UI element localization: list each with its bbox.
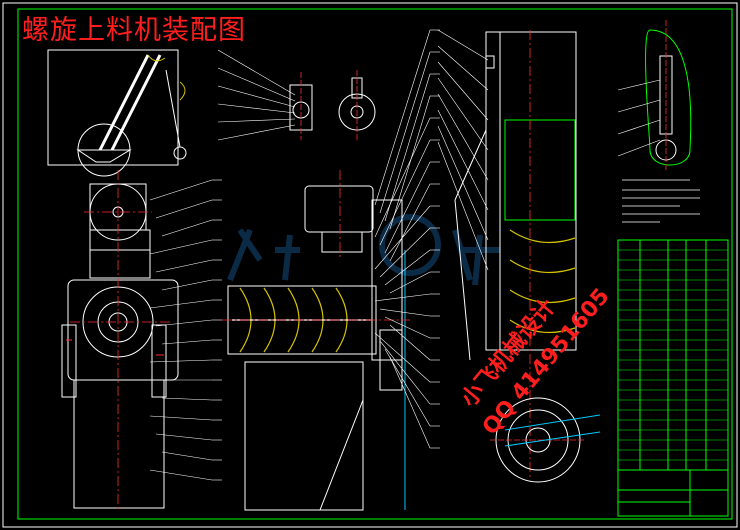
leader-line [617, 119, 661, 135]
leader-line [379, 51, 431, 214]
leader-line [389, 95, 431, 230]
parts-table [617, 239, 729, 517]
leader-line [617, 139, 661, 157]
leader-line [379, 308, 431, 317]
leader-line [374, 332, 431, 383]
leader-line [437, 141, 489, 271]
leader-line [155, 433, 213, 441]
leader-line [389, 324, 431, 361]
leader-line [384, 73, 431, 222]
leader-line [379, 340, 431, 405]
leader-line [379, 139, 431, 246]
leader-line [217, 85, 296, 108]
leader-line [217, 103, 296, 114]
watermark-logo [227, 214, 500, 286]
leader-line [437, 93, 489, 181]
leader-line [217, 118, 296, 123]
detail-views [289, 77, 376, 131]
leader-line [437, 125, 489, 241]
front-view [47, 49, 187, 509]
leader-line [217, 67, 296, 102]
leader-line [161, 397, 213, 401]
leader-line [389, 183, 431, 262]
leader-line [149, 299, 213, 309]
leader-line [161, 279, 213, 291]
front-centerlines [70, 170, 170, 510]
leader-line [617, 79, 661, 91]
leader-line [149, 359, 213, 363]
side-view [227, 185, 406, 511]
leader-line [389, 356, 431, 449]
leader-line [217, 49, 296, 96]
part-sketch [645, 29, 692, 166]
inset-frame [47, 49, 179, 166]
leader-line [155, 319, 213, 327]
leader-line [437, 45, 489, 91]
leader-line [155, 199, 213, 219]
notes-block [622, 179, 700, 223]
leader-line [217, 124, 296, 141]
drawing-title: 螺旋上料机装配图 [22, 15, 246, 46]
leader-line [161, 339, 213, 345]
leader-line [149, 239, 213, 255]
leader-line [384, 161, 431, 254]
leaders-left [149, 179, 222, 481]
leaders-center [217, 29, 440, 449]
inclined-view [454, 31, 577, 361]
leader-line [617, 99, 661, 113]
leader-line [374, 29, 431, 206]
leader-line [389, 271, 431, 294]
leader-line [374, 293, 431, 302]
leader-line [149, 415, 213, 421]
inner-border [17, 8, 733, 520]
leader-line [161, 451, 213, 461]
leader-line [437, 109, 489, 211]
inclined-flight [509, 229, 576, 334]
leader-line [384, 316, 431, 339]
leader-line [437, 77, 489, 151]
leader-line [374, 117, 431, 238]
leader-line [374, 205, 431, 270]
leader-line [161, 219, 213, 237]
leader-line [149, 179, 213, 201]
leader-line [437, 29, 489, 61]
leader-line [149, 469, 213, 481]
leader-line [384, 348, 431, 427]
leader-line [384, 249, 431, 286]
leader-line [155, 259, 213, 273]
parts-table-rows [618, 249, 728, 471]
leader-line [437, 61, 489, 121]
leaders-right [437, 29, 661, 271]
leader-line [379, 227, 431, 278]
